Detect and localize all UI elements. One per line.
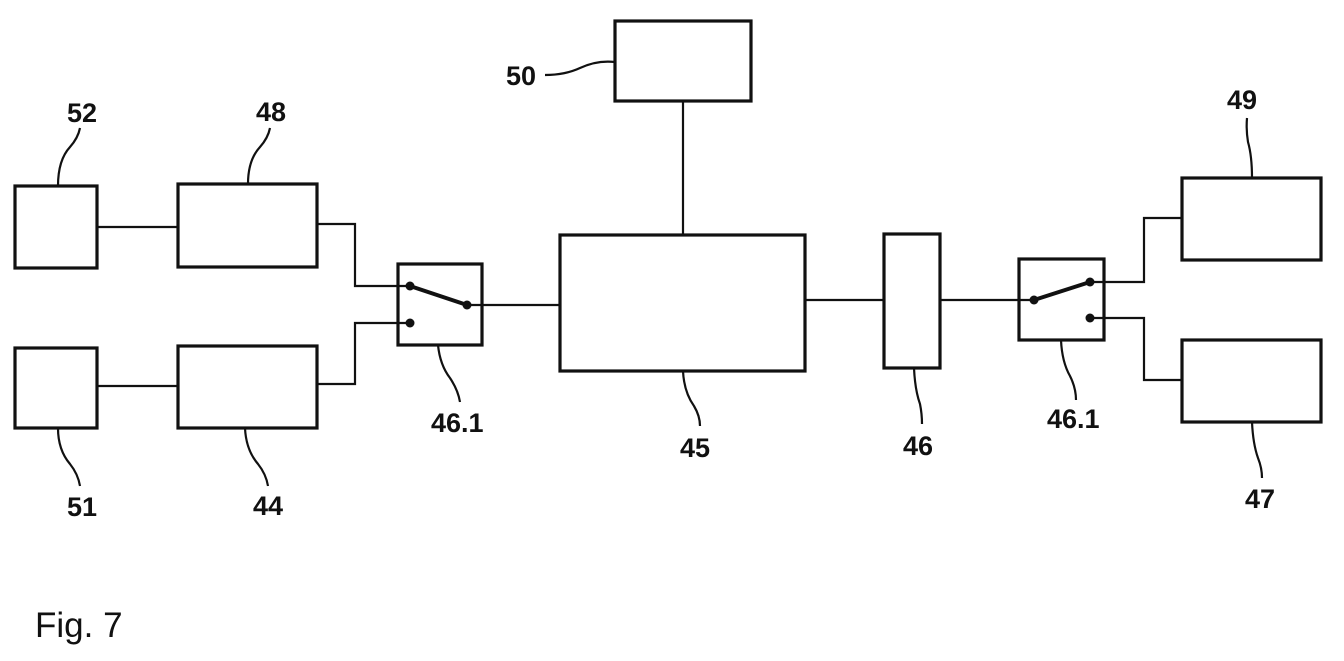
leader-46 (914, 368, 922, 424)
leader-48 (248, 128, 270, 184)
label-49: 49 (1227, 85, 1257, 115)
leader-46-1-left (438, 345, 460, 402)
switch-left-contact-top (406, 282, 415, 291)
switch-right-contact-common (1030, 296, 1039, 305)
label-46: 46 (903, 431, 933, 461)
switch-right-contact-top (1086, 278, 1095, 287)
label-48: 48 (256, 97, 286, 127)
leader-47 (1252, 422, 1262, 478)
block-52 (15, 186, 97, 268)
leader-51 (58, 428, 80, 486)
block-48 (178, 184, 317, 267)
leader-52 (58, 128, 80, 186)
label-46-1-left: 46.1 (431, 408, 484, 438)
switch-right-contact-bottom (1086, 314, 1095, 323)
block-51 (15, 348, 97, 428)
wire-44-switch-left (317, 323, 410, 384)
label-51: 51 (67, 492, 97, 522)
switch-left-contact-common (463, 301, 472, 310)
block-47 (1182, 340, 1321, 422)
switch-left-contact-bottom (406, 319, 415, 328)
leader-49 (1247, 118, 1252, 178)
wire-48-switch-left (317, 224, 410, 286)
block-45 (560, 235, 805, 371)
label-46-1-right: 46.1 (1047, 404, 1100, 434)
leader-45 (683, 371, 700, 426)
block-49 (1182, 178, 1321, 260)
label-44: 44 (253, 491, 283, 521)
label-50: 50 (506, 61, 536, 91)
block-46 (884, 234, 940, 368)
block-50 (615, 21, 751, 101)
label-45: 45 (680, 433, 710, 463)
leader-44 (245, 428, 268, 486)
block-44 (178, 346, 317, 428)
figure-caption: Fig. 7 (35, 606, 123, 645)
label-52: 52 (67, 98, 97, 128)
leader-46-1-right (1061, 340, 1076, 400)
label-47: 47 (1245, 484, 1275, 514)
leader-50 (545, 62, 615, 75)
